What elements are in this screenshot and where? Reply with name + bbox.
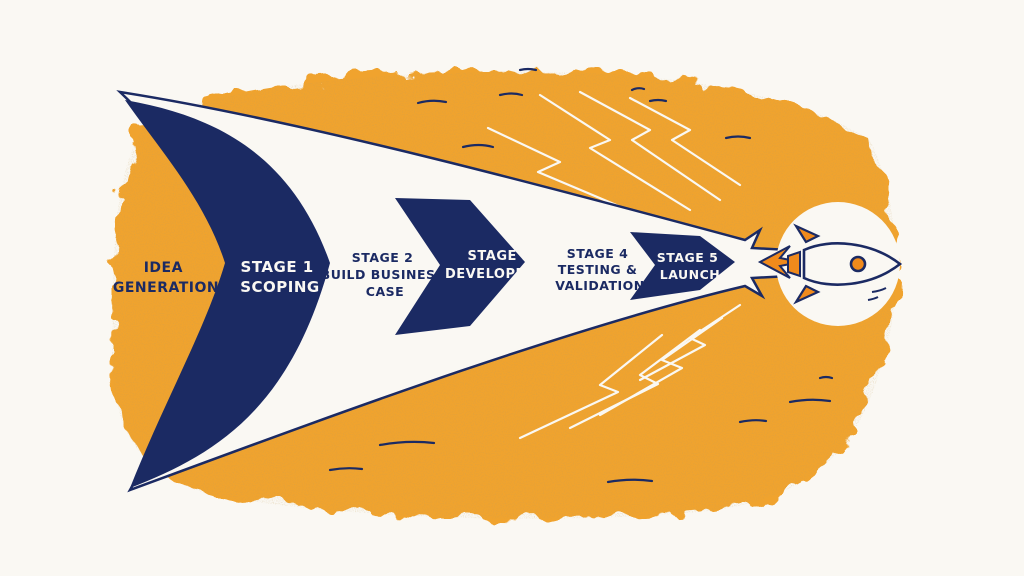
stage-label-stage5: STAGE 5 LAUNCH: [657, 250, 723, 282]
stage-label-stage4: STAGE 4 TESTING & VALIDATION: [555, 246, 644, 293]
stage-labels: IDEA GENERATION STAGE 1 SCOPING STAGE 2 …: [113, 246, 723, 299]
stage-label-stage1: STAGE 1 SCOPING: [240, 258, 320, 296]
stage-label-idea: IDEA GENERATION: [113, 260, 219, 296]
stage-label-stage3: STAGE 3 DEVELOPMENT: [445, 249, 559, 282]
chevron-stage2: [395, 198, 525, 335]
rocket-icon: [757, 202, 903, 326]
stage-label-stage2: STAGE 2 BUILD BUSINESS CASE: [321, 250, 450, 299]
chevron-stage4: [630, 232, 735, 300]
chevron-idea: [125, 100, 330, 488]
lightning-bolt-icon: [486, 90, 742, 440]
stage-chevrons: [125, 100, 735, 488]
